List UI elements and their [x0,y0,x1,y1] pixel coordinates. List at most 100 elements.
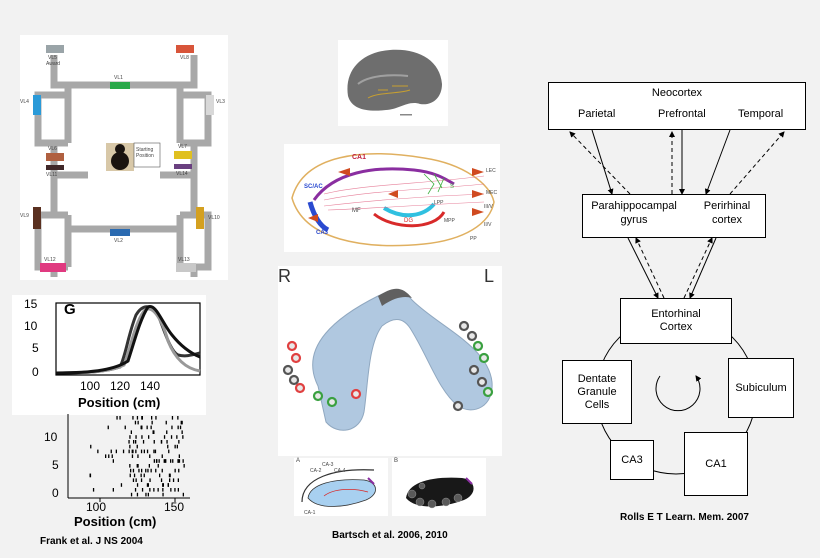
vl10-cue [196,207,204,229]
spike-tick [136,464,138,468]
vl7-cue [174,151,192,159]
vl4-cue [33,95,41,115]
spike-tick [132,449,134,454]
spike-tick [129,435,131,439]
spike-tick [112,488,114,492]
spike-tick [149,478,151,482]
spike-tick [142,440,145,444]
perirhinal-label: Perirhinal cortex [703,200,751,226]
entorhinal-box: Entorhinal Cortex [620,298,732,344]
side-l-label: L [484,266,495,286]
spike-tick [153,488,155,492]
spike-tick [170,488,172,492]
spike-tick [149,488,151,492]
vl8-label: VL8 [180,55,189,61]
spike-tick [151,416,153,420]
spike-tick [111,454,113,458]
spike-tick [182,435,184,439]
spike-tick [165,420,167,425]
vl2-label: VL2 [114,238,123,244]
rolls-connections [569,129,785,475]
spike-tick [132,416,134,420]
dg-label: DG [404,218,413,224]
recording-site-marker [282,364,294,376]
spike-tick [183,464,185,468]
x-tick: 150 [164,500,185,514]
starting-position-label: Starting Position [136,147,154,159]
recording-site-marker [294,382,306,394]
iiiv-label: III/V [484,204,493,210]
spike-tick [135,440,137,444]
spike-tick [140,478,143,482]
spike-tick [153,440,155,444]
spike-tick [141,488,144,492]
spike-tick [177,425,179,430]
spike-tick [134,420,137,425]
spike-tick [178,440,180,444]
ca3-sub-label: CA-3 [322,462,334,468]
recording-site-marker [452,400,464,412]
spike-tick [169,473,171,478]
subpanel-b-letter: B [394,458,399,464]
vl11-cue [46,165,64,170]
spike-tick [156,459,158,463]
spike-tick [171,425,173,430]
spike-tick [171,416,174,420]
vl14-label: VL14 [176,171,188,177]
spike-tick [153,459,155,463]
ca3-label: CA3 [316,230,329,236]
spike-tick [128,449,130,454]
spike-tick [178,459,181,463]
y-tick: 10 [24,319,38,333]
recording-site-marker [290,352,302,364]
spike-tick [163,435,166,439]
spike-tick [153,449,155,454]
spike-tick [110,449,112,454]
neocortex-box: Neocortex [548,82,806,130]
subiculum-label: Subiculum [735,381,787,394]
ca1-sub-label: CA-1 [304,510,316,516]
y-tick: 10 [44,430,58,444]
vl5-cue [46,45,64,53]
para-peri-box [582,194,766,238]
spike-tick [136,492,139,497]
vl6-cue [46,153,64,161]
recording-site-marker [326,396,338,408]
spike-tick [170,435,173,439]
spike-tick [157,464,159,468]
spike-tick [166,440,168,444]
spike-tick [164,459,166,463]
lpp-label: LPP [434,200,444,206]
spike-tick [172,478,175,482]
spike-tick [119,416,121,420]
spike-tick [143,473,145,478]
ca3-box-label: CA3 [621,453,643,466]
spike-tick [176,444,178,449]
prefrontal-label: Prefrontal [658,108,706,120]
award-label: Award [46,61,61,67]
spike-tick [174,488,176,492]
x-tick: 100 [80,379,101,393]
spike-tick [116,416,118,420]
spike-tick [155,416,157,420]
spike-tick [138,468,140,473]
spike-tick [141,435,143,439]
scac-label: SC/AC [304,184,323,190]
vl11-label: VL11 [46,172,58,178]
spike-tick [130,468,132,473]
vl9-cue [33,207,41,229]
recording-site-marker [468,364,480,376]
spike-tick [153,430,155,434]
spike-tick [141,468,143,473]
ca1-box: CA1 [684,432,748,496]
spike-tick [182,492,184,497]
spike-tick [174,444,176,449]
spike-tick [163,459,165,463]
vl1-cue [110,82,130,89]
subpanel-a-letter: A [296,458,301,464]
spike-tick [177,488,179,492]
spike-tick [181,420,183,425]
spike-tick [176,435,178,439]
spike-tick [158,459,160,463]
ca4-label: CA-4 [334,468,346,474]
